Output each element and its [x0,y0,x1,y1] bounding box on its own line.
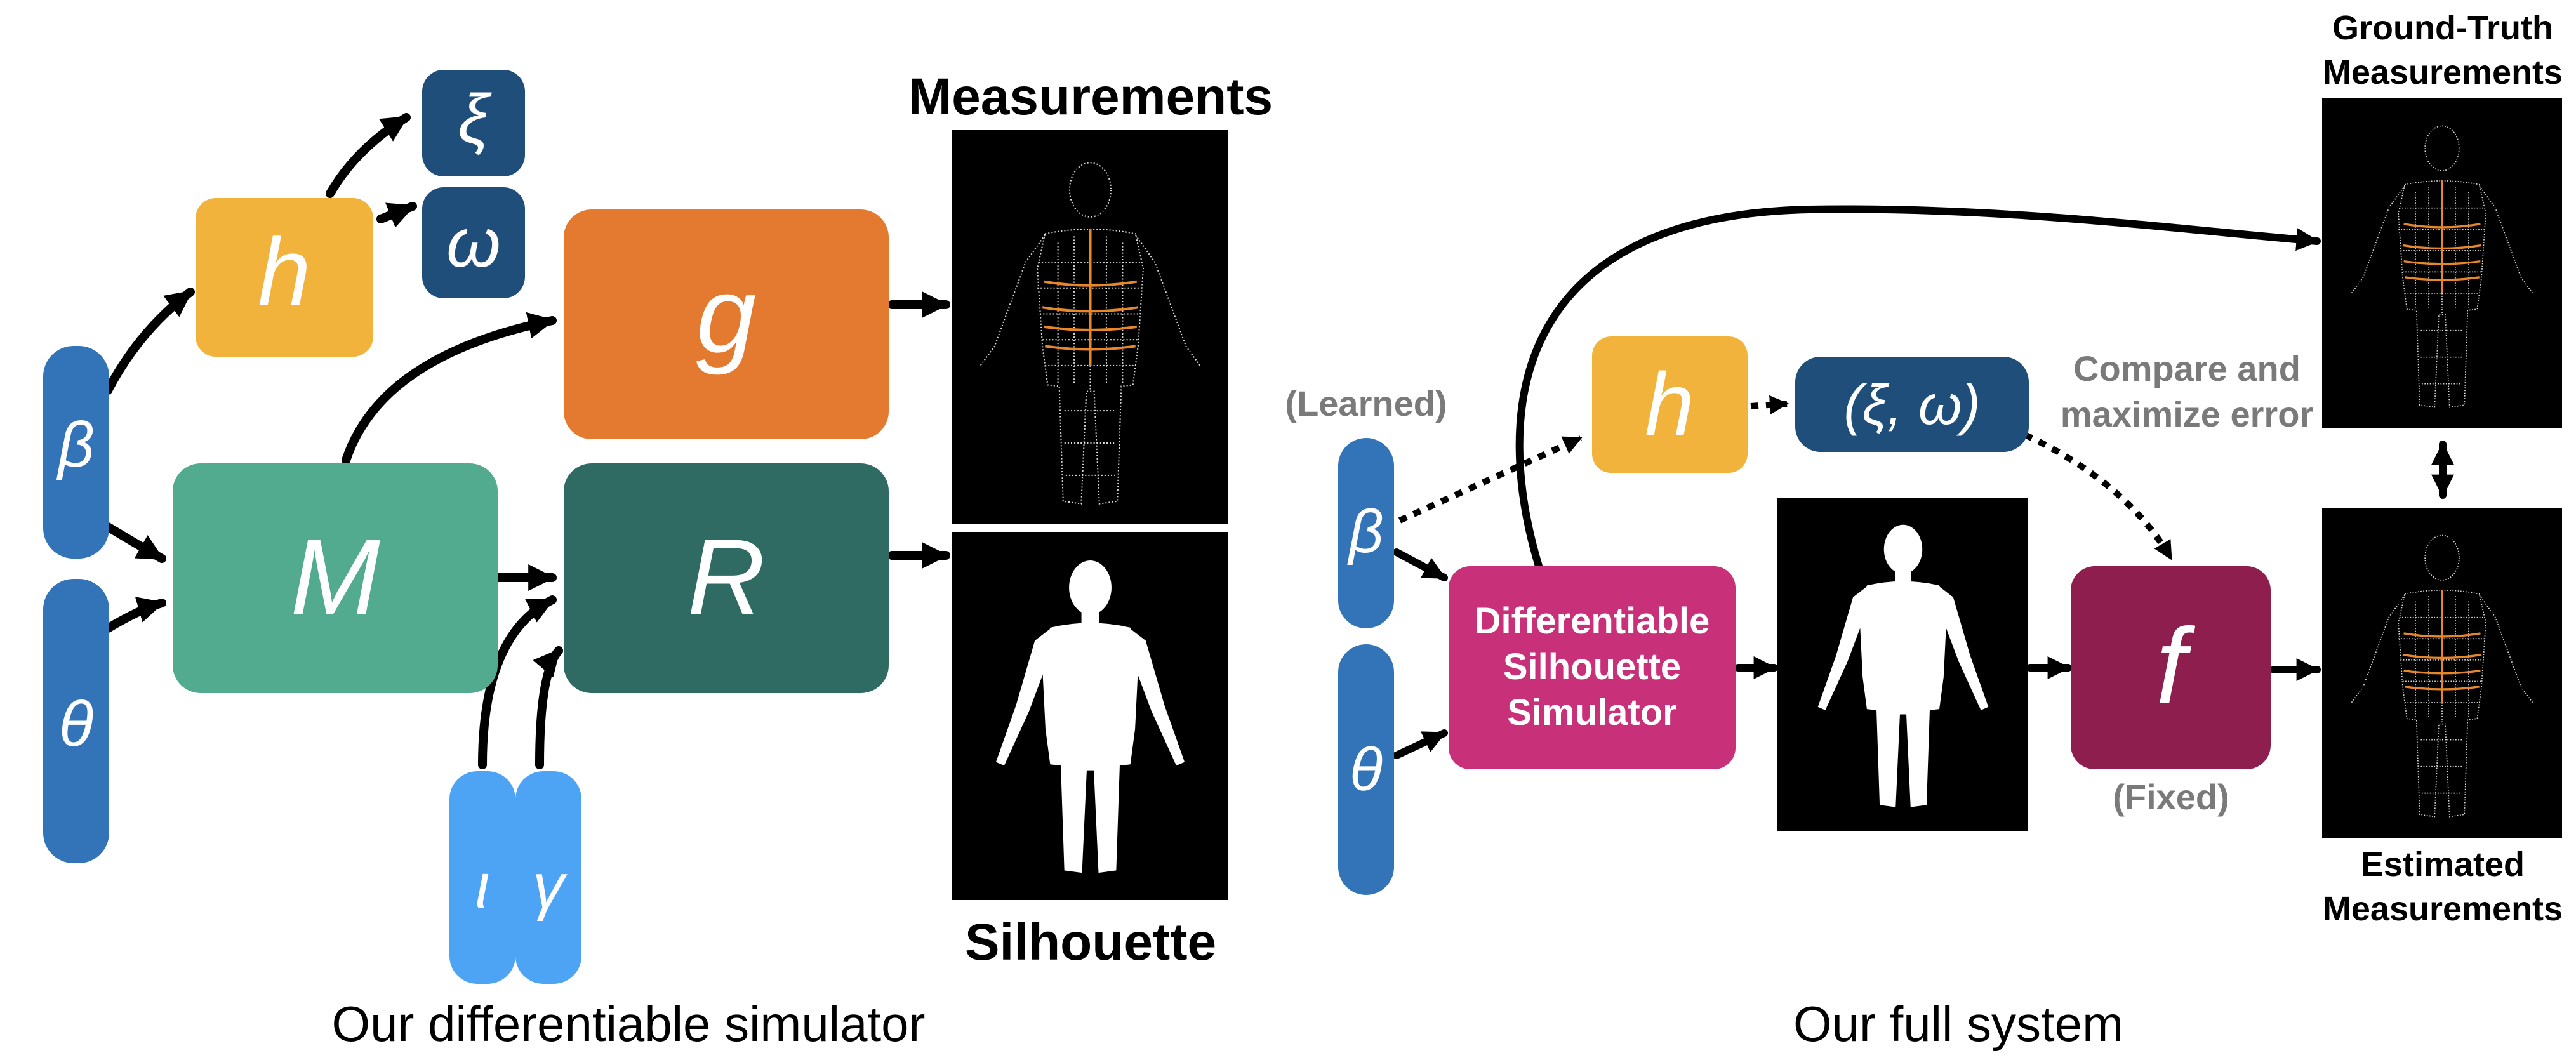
dotted-arrow-beta-to-h [1398,435,1583,524]
h-label: h [258,218,310,325]
compare-annotation: Compare and maximize error [2061,348,2313,434]
estimated-mesh-image [2322,508,2562,838]
simulator-line-1: Differentiable [1475,600,1710,642]
dotted-arrow-h-to-params [1750,395,1789,414]
arrow-iota-to-R [478,595,557,769]
measurements-label: Measurements [908,68,1273,126]
right-silhouette-image [1777,498,2028,831]
M-label: M [290,517,380,638]
R-node: R [564,463,889,693]
arrow-beta-to-simulator [1393,548,1448,581]
omega-label: ω [446,204,501,282]
right-h-node: h [1592,336,1748,473]
xi-node: ξ [422,70,525,176]
f-node: f [2071,566,2271,769]
ground-truth-line-1: Ground-Truth [2332,9,2553,47]
estimated-line-2: Measurements [2323,890,2563,928]
right-theta-node: θ [1338,644,1394,895]
left-panel: β θ h ξ ω g M [43,68,1273,1052]
xi-label: ξ [458,80,492,158]
beta-label: β [56,409,94,480]
arrow-gamma-to-R [533,646,563,769]
silhouette-label: Silhouette [965,913,1216,971]
left-caption: Our differentiable simulator [331,996,925,1052]
iota-node: ι [449,771,515,984]
ground-truth-line-2: Measurements [2323,53,2563,91]
right-panel: (Learned) β θ h (ξ, ω) Compare and maxim… [1285,9,2563,1052]
g-label: g [696,255,757,376]
right-h-label: h [1645,354,1694,454]
fixed-label: (Fixed) [2113,777,2229,817]
learned-label: (Learned) [1285,383,1447,423]
arrow-M-to-g [342,312,557,465]
h-node: h [196,198,373,357]
gamma-label: γ [533,851,568,922]
omega-node: ω [422,187,525,298]
simulator-line-3: Simulator [1507,692,1677,733]
ground-truth-mesh-image [2322,98,2562,428]
right-dotted-arrows [1398,395,2174,560]
compare-line-2: maximize error [2061,394,2313,434]
xi-omega-node: (ξ, ω) [1795,357,2029,452]
estimated-line-1: Estimated [2361,845,2525,884]
xi-omega-label: (ξ, ω) [1843,373,1980,436]
right-caption: Our full system [1793,996,2123,1052]
compare-line-1: Compare and [2073,348,2300,388]
left-arrows [103,113,950,769]
beta-node: β [43,346,109,559]
right-theta-label: θ [1350,736,1383,804]
gamma-node: γ [515,771,581,984]
arrow-theta-to-simulator [1393,729,1448,759]
g-node: g [564,209,889,439]
M-node: M [173,463,498,693]
right-beta-label: β [1347,498,1384,566]
measurements-mesh-image [952,130,1228,524]
arrow-simulator-to-ground-truth [1515,205,2321,572]
dotted-arrow-params-to-f [2023,432,2174,560]
arrow-beta-to-h [103,288,195,395]
arrow-theta-to-M [103,597,166,633]
arrow-beta-to-M [103,522,166,563]
theta-label: θ [59,689,93,760]
right-arrows [1393,205,2454,759]
R-label: R [687,517,766,638]
arrow-h-to-xi [326,113,411,198]
silhouette-image [952,532,1228,900]
simulator-line-2: Silhouette [1503,646,1681,687]
theta-node: θ [43,579,109,863]
arrow-h-to-omega [376,202,417,228]
iota-label: ι [475,851,489,922]
silhouette-simulator-node: Differentiable Silhouette Simulator [1449,566,1736,769]
right-beta-node: β [1338,438,1394,628]
